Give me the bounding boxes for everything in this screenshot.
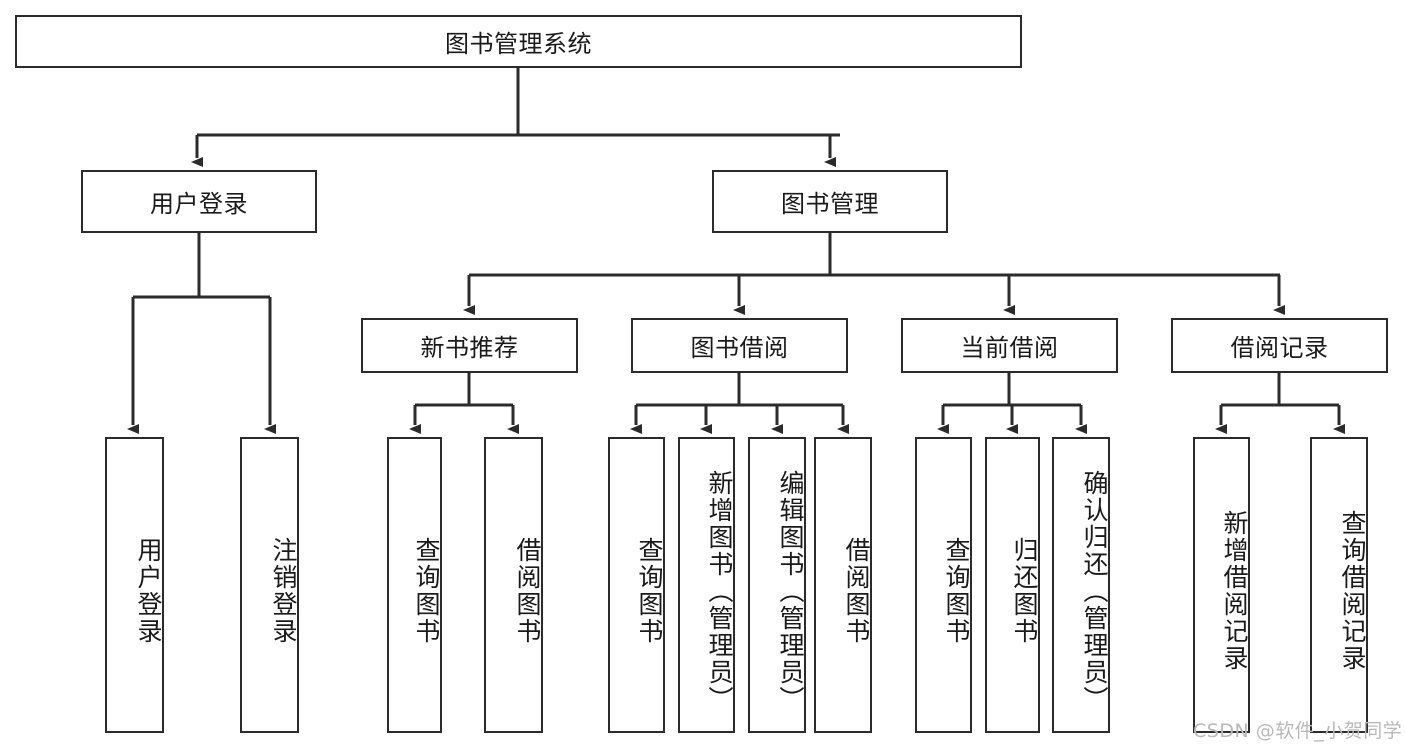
leaf-borrow-book-label: 借阅图书 (842, 537, 871, 645)
node-current-borrow-label: 当前借阅 (960, 334, 1059, 362)
node-root-label: 图书管理系统 (445, 30, 592, 58)
leaf-add-borrow-record[interactable]: 新增借阅记录 (1193, 437, 1250, 733)
leaf-query-book-recommend[interactable]: 查询图书 (387, 437, 442, 733)
node-borrow-record-label: 借阅记录 (1230, 334, 1329, 362)
node-book-borrow-label: 图书借阅 (690, 334, 789, 362)
watermark: CSDN @软件_小贺同学 (1193, 720, 1403, 742)
leaf-add-book-admin[interactable]: 新增图书（管理员） (678, 437, 735, 733)
leaf-return-book-label: 归还图书 (1010, 537, 1039, 645)
node-book-borrow[interactable]: 图书借阅 (631, 318, 848, 373)
leaf-edit-book-admin[interactable]: 编辑图书（管理员） (748, 437, 806, 733)
leaf-confirm-return-admin-label: 确认归还（管理员） (1080, 469, 1109, 713)
leaf-query-borrow-record-label: 查询借阅记录 (1338, 510, 1367, 672)
node-book-management-label: 图书管理 (781, 190, 879, 218)
node-new-book-recommend[interactable]: 新书推荐 (361, 318, 578, 373)
leaf-return-book[interactable]: 归还图书 (985, 437, 1040, 733)
leaf-query-book-current[interactable]: 查询图书 (915, 437, 972, 733)
leaf-query-book-borrow[interactable]: 查询图书 (608, 437, 665, 733)
leaf-add-borrow-record-label: 新增借阅记录 (1220, 510, 1249, 672)
node-book-management[interactable]: 图书管理 (712, 170, 948, 233)
node-new-book-recommend-label: 新书推荐 (420, 334, 519, 362)
leaf-user-login[interactable]: 用户登录 (105, 437, 164, 733)
node-user-login-label: 用户登录 (150, 190, 248, 218)
leaf-borrow-book[interactable]: 借阅图书 (814, 437, 872, 733)
leaf-logout-label: 注销登录 (269, 537, 298, 645)
leaf-borrow-book-recommend-label: 借阅图书 (513, 537, 542, 645)
leaf-add-book-admin-label: 新增图书（管理员） (705, 469, 734, 713)
leaf-query-book-borrow-label: 查询图书 (635, 537, 664, 645)
leaf-query-book-recommend-label: 查询图书 (412, 537, 441, 645)
node-current-borrow[interactable]: 当前借阅 (901, 318, 1118, 373)
leaf-confirm-return-admin[interactable]: 确认归还（管理员） (1052, 437, 1110, 733)
leaf-query-book-current-label: 查询图书 (942, 537, 971, 645)
leaf-edit-book-admin-label: 编辑图书（管理员） (776, 469, 805, 713)
leaf-borrow-book-recommend[interactable]: 借阅图书 (484, 437, 543, 733)
node-borrow-record[interactable]: 借阅记录 (1171, 318, 1388, 373)
node-user-login[interactable]: 用户登录 (81, 170, 317, 233)
node-root[interactable]: 图书管理系统 (15, 15, 1022, 68)
leaf-user-login-label: 用户登录 (134, 537, 163, 645)
leaf-logout[interactable]: 注销登录 (240, 437, 299, 733)
leaf-query-borrow-record[interactable]: 查询借阅记录 (1310, 437, 1368, 733)
